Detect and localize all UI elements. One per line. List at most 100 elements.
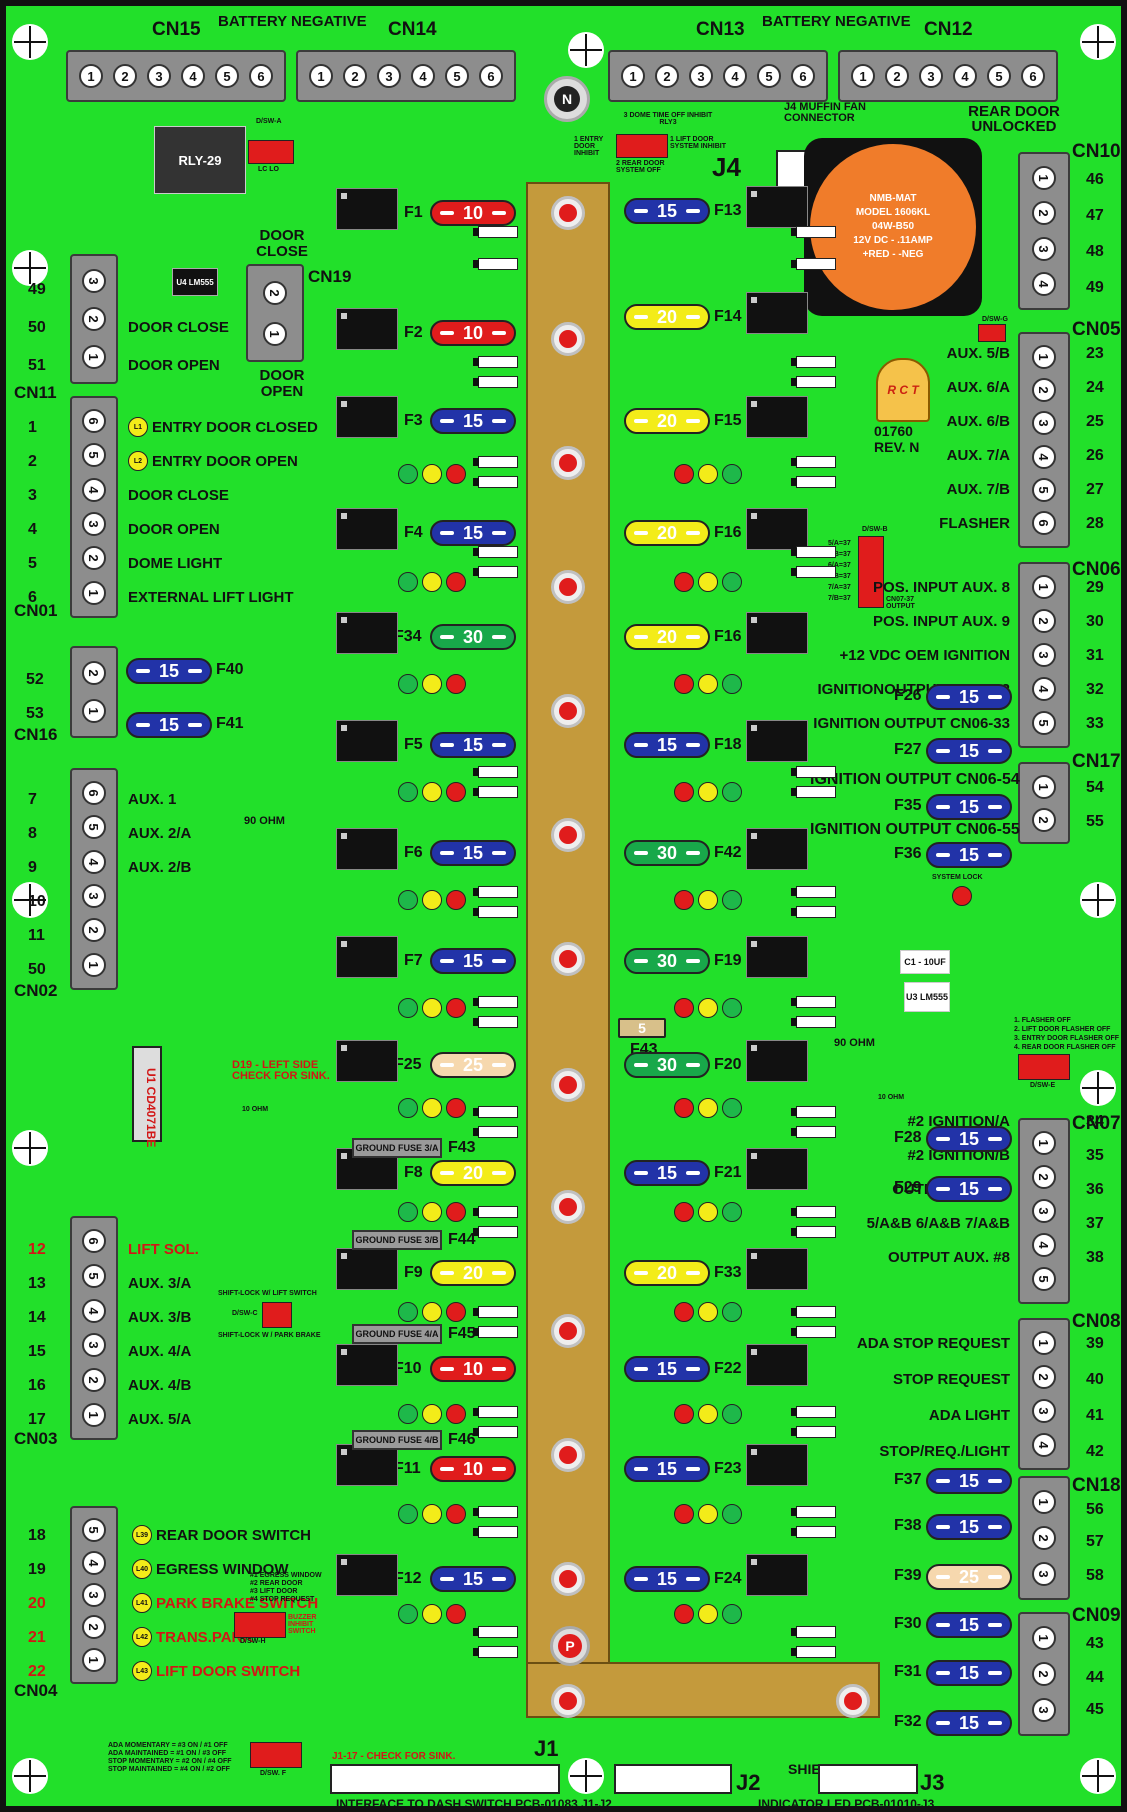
fuse-value: 15 <box>656 1358 678 1379</box>
fuse-f6[interactable]: 15 <box>430 840 516 866</box>
fuse-f20[interactable]: 30 <box>624 1052 710 1078</box>
fuse-f24[interactable]: 15 <box>624 1566 710 1592</box>
fuse-f21[interactable]: 15 <box>624 1160 710 1186</box>
fuse-f10[interactable]: 10 <box>430 1356 516 1382</box>
fuse-f40[interactable]: 15 <box>126 658 212 684</box>
fuse-f16[interactable]: 20 <box>624 624 710 650</box>
fuse-f3[interactable]: 15 <box>430 408 516 434</box>
connector-row-label: AUX. 3/B <box>128 1309 192 1326</box>
relay-module <box>336 1444 398 1486</box>
cn01-label: CN01 <box>14 601 58 620</box>
dip-switch-g[interactable] <box>978 324 1006 342</box>
relay-module <box>746 186 808 228</box>
n-marker: N <box>554 86 580 112</box>
fuse-f22[interactable]: 15 <box>624 1356 710 1382</box>
fuse-f33[interactable]: 20 <box>624 1260 710 1286</box>
fuse-f15[interactable]: 20 <box>624 408 710 434</box>
relay-module <box>336 1248 398 1290</box>
fuse-f23[interactable]: 15 <box>624 1456 710 1482</box>
connector-pin: 1 <box>1032 1626 1056 1650</box>
fuse-f34[interactable]: 30 <box>430 624 516 650</box>
ground-fuse-label: F46 <box>448 1431 476 1448</box>
dip-switch-b[interactable] <box>858 536 884 608</box>
fuse-f11[interactable]: 10 <box>430 1456 516 1482</box>
fuse-f25[interactable]: 25 <box>430 1052 516 1078</box>
fuse-f30[interactable]: 15 <box>926 1612 1012 1638</box>
fuse-f7[interactable]: 15 <box>430 948 516 974</box>
indicator-led: L42 <box>132 1627 152 1647</box>
fuse-f14[interactable]: 20 <box>624 304 710 330</box>
header-j2[interactable] <box>614 1764 732 1794</box>
fuse-f27[interactable]: 15 <box>926 738 1012 764</box>
connector-pin: 2 <box>82 918 106 943</box>
cn19-door-close: DOOR CLOSE <box>256 227 308 260</box>
ground-fuse[interactable]: GROUND FUSE 3/B <box>352 1230 442 1250</box>
fuse-f16[interactable]: 20 <box>624 520 710 546</box>
fuse-f2[interactable]: 10 <box>430 320 516 346</box>
dsw-h-label: D/SW-H <box>240 1638 266 1645</box>
fuse-f31[interactable]: 15 <box>926 1660 1012 1686</box>
resistor <box>791 456 836 468</box>
dsw-e-label: D/SW-E <box>1030 1082 1056 1089</box>
fuse-f4[interactable]: 15 <box>430 520 516 546</box>
fuse-f39[interactable]: 25 <box>926 1564 1012 1590</box>
header-j1[interactable] <box>330 1764 560 1794</box>
fuse-f38[interactable]: 15 <box>926 1514 1012 1540</box>
fuse-f13[interactable]: 15 <box>624 198 710 224</box>
ground-fuse[interactable]: GROUND FUSE 4/A <box>352 1324 442 1344</box>
fuse-f29[interactable]: 15 <box>926 1176 1012 1202</box>
fuse-f35[interactable]: 15 <box>926 794 1012 820</box>
header-j3[interactable] <box>818 1764 918 1794</box>
fuse-f42[interactable]: 30 <box>624 840 710 866</box>
dip-switch-h[interactable] <box>234 1612 286 1638</box>
fuse-f41[interactable]: 15 <box>126 712 212 738</box>
fuse-f37[interactable]: 15 <box>926 1468 1012 1494</box>
fuse-f19[interactable]: 30 <box>624 948 710 974</box>
fuse-f8[interactable]: 20 <box>430 1160 516 1186</box>
fuse-f43-small[interactable]: 5 <box>618 1018 666 1038</box>
fuse-f9[interactable]: 20 <box>430 1260 516 1286</box>
dip-switch-e[interactable] <box>1018 1054 1070 1080</box>
fuse-f1[interactable]: 10 <box>430 200 516 226</box>
fuse-f32[interactable]: 15 <box>926 1710 1012 1736</box>
dsw-a-label: D/SW-A <box>256 118 282 125</box>
dip-switch-dome[interactable] <box>616 134 668 158</box>
pin-number: 50 <box>28 961 46 978</box>
fuse-f28[interactable]: 15 <box>926 1126 1012 1152</box>
fuse-f26[interactable]: 15 <box>926 684 1012 710</box>
connector-pin: 2 <box>1032 1165 1056 1189</box>
bus-stud-icon <box>551 1562 585 1596</box>
fuse-f36[interactable]: 15 <box>926 842 1012 868</box>
connector-pin: 5 <box>1032 711 1056 735</box>
dip-switch-f[interactable] <box>250 1742 302 1768</box>
dip-switch-c[interactable] <box>262 1302 292 1328</box>
status-led <box>722 1202 742 1222</box>
ground-fuse[interactable]: GROUND FUSE 3/A <box>352 1138 442 1158</box>
dip-switch-a[interactable] <box>248 140 294 164</box>
connector-pin: 2 <box>82 1615 106 1640</box>
note-line: #4 STOP REQUEST <box>250 1596 315 1603</box>
fuse-f5[interactable]: 15 <box>430 732 516 758</box>
fuse-f12[interactable]: 15 <box>430 1566 516 1592</box>
ground-fuse[interactable]: GROUND FUSE 4/B <box>352 1430 442 1450</box>
fuse-f18[interactable]: 15 <box>624 732 710 758</box>
